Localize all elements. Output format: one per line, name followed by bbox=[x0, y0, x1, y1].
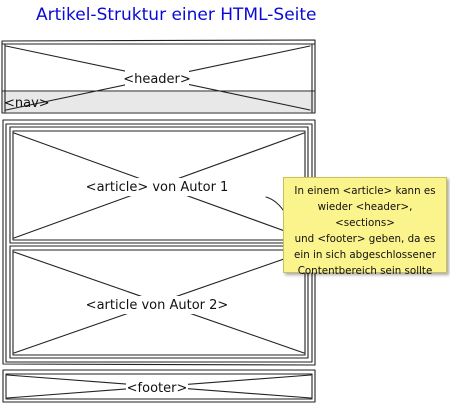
header-block bbox=[1, 39, 316, 114]
article-1-label: <article> von Autor 1 bbox=[86, 180, 229, 195]
article-2-label: <article von Autor 2> bbox=[86, 298, 229, 313]
diagram-title: Artikel-Struktur einer HTML-Seite bbox=[36, 5, 317, 25]
footer-label: <footer> bbox=[127, 381, 188, 396]
nav-band bbox=[3, 92, 314, 112]
note-line-5: Contentbereich sein sollte bbox=[297, 265, 433, 277]
note-line-3: und <footer> geben, da es bbox=[294, 233, 436, 245]
note-line-1: In einem <article> kann es bbox=[294, 185, 436, 197]
header-label: <header> bbox=[123, 72, 191, 87]
nav-label: <nav> bbox=[4, 96, 50, 111]
note-connector bbox=[265, 196, 284, 211]
sticky-note: In einem <article> kann es wieder <heade… bbox=[283, 177, 447, 277]
note-line-4: ein in sich abgeschlossener bbox=[294, 249, 436, 261]
note-line-2: wieder <header>, <sections> bbox=[317, 201, 413, 229]
